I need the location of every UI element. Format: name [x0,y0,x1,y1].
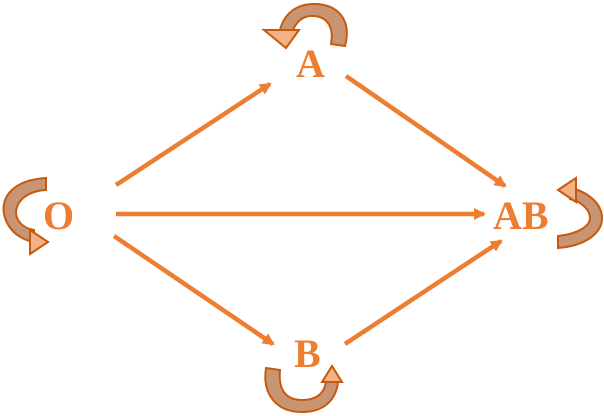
node-o-label: O [43,193,75,238]
edge-b-to-ab [343,239,503,346]
self-loop-ab-icon [556,176,604,250]
node-a-label: A [296,41,325,86]
node-b-label: B [294,331,321,376]
self-loop-b-icon [264,364,344,414]
edge-o-to-b [112,234,275,346]
edge-a-to-ab [344,74,507,188]
node-ab-label: AB [493,193,549,238]
edge-o-to-a [114,82,272,187]
self-loop-o-icon [2,176,50,256]
self-loop-a-icon [261,2,348,50]
